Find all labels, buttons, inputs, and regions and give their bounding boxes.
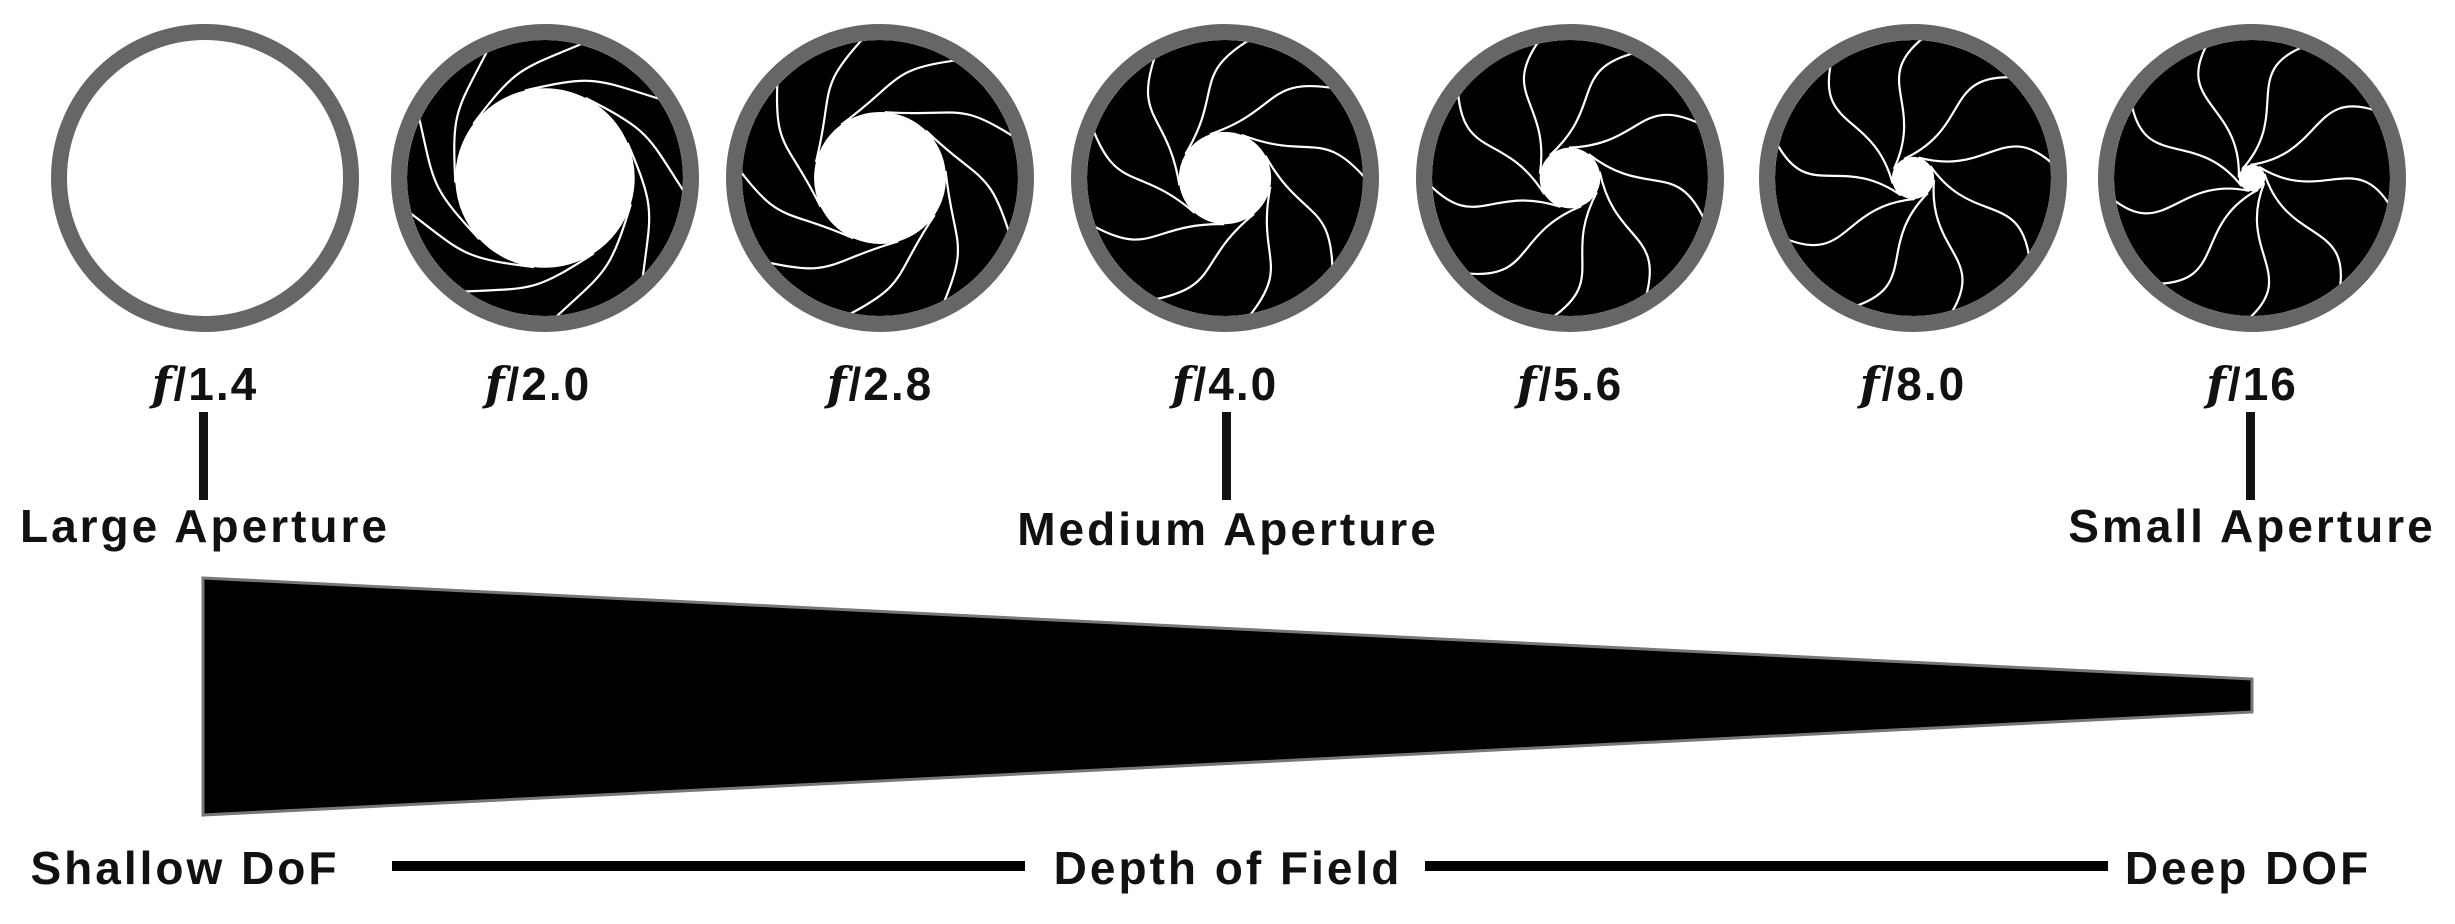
aperture-opening bbox=[814, 112, 946, 244]
blade-edge bbox=[1184, 40, 1258, 155]
blade-edge bbox=[2263, 173, 2342, 296]
blade-edge bbox=[1264, 155, 1334, 277]
blade-edge bbox=[1548, 50, 1643, 157]
blade-edge bbox=[742, 163, 854, 240]
depth-of-field-label: Depth of Field bbox=[1054, 842, 1403, 894]
aperture-16 bbox=[2098, 24, 2406, 332]
blade-edge bbox=[884, 111, 1018, 143]
blade-edge bbox=[1778, 197, 1915, 247]
blade-edge bbox=[2114, 187, 2250, 215]
connector-tick-medium bbox=[1222, 412, 1231, 500]
blade-edge bbox=[407, 205, 535, 269]
blade-edge bbox=[585, 97, 683, 201]
lens-ring bbox=[2098, 24, 2406, 332]
lens-ring bbox=[1759, 24, 2067, 332]
aperture-opening bbox=[1891, 156, 1935, 200]
blade-edge bbox=[840, 58, 966, 126]
aperture-opening bbox=[1178, 131, 1272, 225]
blade-edge bbox=[1456, 84, 1546, 195]
aperture-4-0 bbox=[1071, 24, 1379, 332]
blade-edge bbox=[1242, 186, 1272, 316]
aperture-2-0 bbox=[391, 24, 699, 332]
lens-ring bbox=[726, 24, 1034, 332]
blade-edge bbox=[626, 142, 651, 288]
blade-edge bbox=[1089, 121, 1196, 214]
blade-edge bbox=[925, 129, 1013, 242]
blade-edge bbox=[1545, 191, 1598, 316]
blade-edge bbox=[1892, 40, 1931, 170]
blade-edge bbox=[524, 79, 670, 104]
dof-line-left bbox=[392, 861, 1025, 871]
blade-edge bbox=[1209, 84, 1342, 136]
aperture-opening bbox=[1539, 147, 1601, 209]
blade-edge bbox=[840, 214, 936, 316]
blade-edge bbox=[1903, 76, 2020, 160]
deep-dof-label: Deep DOF bbox=[2125, 842, 2371, 894]
large-aperture-label: Large Aperture bbox=[20, 500, 390, 552]
blade-edge bbox=[1932, 179, 1964, 316]
fstop-label-2-0: f/2.0 bbox=[482, 357, 592, 411]
blade-edge bbox=[2241, 43, 2311, 170]
blade-edge bbox=[814, 40, 870, 163]
blade-edge bbox=[1775, 135, 1902, 197]
blade-edge bbox=[1568, 113, 1708, 149]
dof-line-right bbox=[1425, 861, 2108, 871]
aperture-2-8 bbox=[726, 24, 1034, 332]
blade-edge bbox=[1588, 153, 1708, 228]
blade-edge bbox=[1929, 165, 2032, 266]
fstop-label-1-4: f/1.4 bbox=[149, 357, 259, 411]
blade-edge bbox=[2151, 188, 2259, 285]
blade-edge bbox=[1827, 55, 1894, 184]
blade-edge bbox=[2242, 182, 2271, 316]
blade-edge bbox=[2129, 97, 2243, 187]
lens-ring bbox=[1416, 24, 1724, 332]
blade-edge bbox=[2197, 40, 2240, 178]
aperture-opening bbox=[2238, 164, 2266, 192]
blade-edge bbox=[1847, 192, 1929, 310]
blade-edge bbox=[1087, 220, 1225, 241]
blade-edge bbox=[415, 107, 481, 240]
aperture-opening bbox=[67, 40, 343, 316]
fstop-label-2-8: f/2.8 bbox=[824, 357, 934, 411]
lens-ring bbox=[391, 24, 699, 332]
aperture-opening bbox=[455, 88, 635, 268]
blade-edge bbox=[1598, 171, 1651, 305]
blade-edge bbox=[939, 170, 960, 312]
aperture-row bbox=[51, 24, 2406, 332]
connector-tick-small bbox=[2246, 412, 2255, 500]
blade-edge bbox=[472, 40, 593, 125]
lens-ring bbox=[1071, 24, 1379, 332]
blade-edge bbox=[1146, 47, 1181, 186]
dof-wedge bbox=[201, 576, 2254, 817]
blade-edge bbox=[2258, 165, 2390, 213]
shallow-dof-label: Shallow DoF bbox=[31, 842, 340, 894]
aperture-8-0 bbox=[1759, 24, 2067, 332]
blade-edge bbox=[453, 252, 595, 294]
blade-edge bbox=[1432, 178, 1561, 208]
lens-ring bbox=[51, 24, 359, 332]
aperture-5-6 bbox=[1416, 24, 1724, 332]
blade-edge bbox=[1522, 40, 1545, 174]
blade-edge bbox=[1146, 213, 1255, 303]
blade-edge bbox=[453, 41, 493, 183]
blade-edge bbox=[759, 240, 899, 270]
medium-aperture-label: Medium Aperture bbox=[1017, 503, 1439, 555]
aperture-1-4 bbox=[51, 24, 359, 332]
blade-edge bbox=[1241, 133, 1363, 186]
connector-tick-large bbox=[199, 412, 208, 500]
fstop-label-8-0: f/8.0 bbox=[1857, 357, 1967, 411]
blade-edge bbox=[2250, 105, 2384, 167]
fstop-label-16: f/16 bbox=[2203, 357, 2298, 411]
fstop-label-4-0: f/4.0 bbox=[1169, 357, 1279, 411]
blade-edge bbox=[1918, 145, 2051, 171]
fstop-label-5-6: f/5.6 bbox=[1514, 357, 1624, 411]
blade-edge bbox=[1458, 205, 1582, 275]
small-aperture-label: Small Aperture bbox=[2068, 500, 2436, 552]
blade-edge bbox=[775, 73, 822, 208]
blade-edge bbox=[547, 203, 632, 316]
